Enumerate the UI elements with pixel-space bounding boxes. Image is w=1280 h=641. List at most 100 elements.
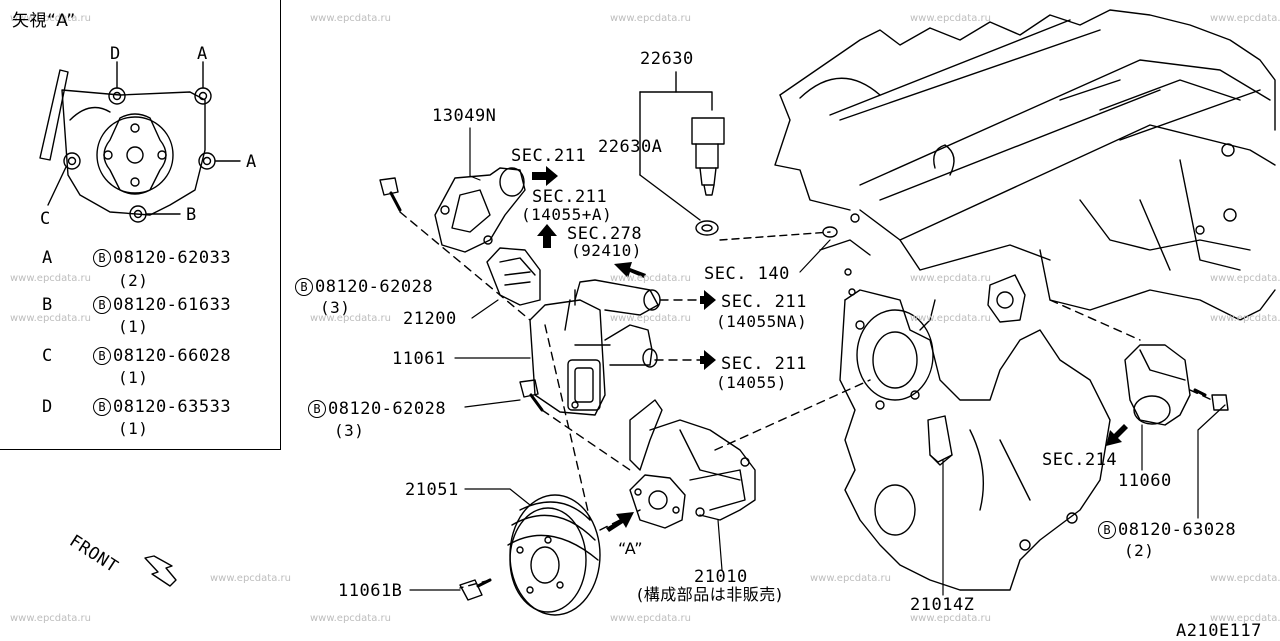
- watermark: www.epcdata.ru: [610, 273, 691, 284]
- part-callout-21010[interactable]: 21010: [694, 567, 748, 587]
- bolt-qty: (1): [118, 317, 149, 336]
- watermark: www.epcdata.ru: [10, 313, 91, 324]
- watermark: www.epcdata.ru: [210, 573, 291, 584]
- watermark: www.epcdata.ru: [910, 13, 991, 24]
- watermark: www.epcdata.ru: [10, 13, 91, 24]
- bolt-b-icon: B: [308, 400, 326, 418]
- part-callout-22630a[interactable]: 22630A: [598, 137, 663, 157]
- watermark: www.epcdata.ru: [910, 313, 991, 324]
- bolt-qty: (1): [118, 419, 149, 438]
- watermark: www.epcdata.ru: [810, 573, 891, 584]
- section-ref-211-14055na[interactable]: SEC. 211: [721, 292, 807, 312]
- bolt-part-number-text: 08120-62028: [328, 399, 447, 419]
- section-ref-sub: (14055): [716, 373, 787, 392]
- section-ref-211-upper[interactable]: SEC.211: [511, 146, 587, 166]
- section-ref-214[interactable]: SEC.214: [1042, 450, 1118, 470]
- part-note-not-sold-separately: (構成部品は非販売): [637, 585, 783, 604]
- bolt-b-icon: B: [1098, 521, 1116, 539]
- view-a-arrow-icon: [606, 512, 634, 532]
- bolt-part-number-text: 08120-61633: [113, 295, 232, 315]
- watermark: www.epcdata.ru: [910, 613, 991, 624]
- bolt-qty: (2): [1124, 541, 1155, 560]
- section-arrow-icon: [700, 350, 716, 370]
- water-inlet-drawing: [529, 279, 661, 416]
- part-callout-21051[interactable]: 21051: [405, 480, 459, 500]
- inset-bolt-c-icon: [63, 152, 81, 170]
- pulley-drawing: [507, 494, 601, 616]
- part-callout-11060[interactable]: 11060: [1118, 471, 1172, 491]
- part-callout-22630[interactable]: 22630: [640, 49, 694, 69]
- section-ref-278[interactable]: SEC.278: [567, 224, 643, 244]
- bolt-part-number-text: 08120-63533: [113, 397, 232, 417]
- assembly-dash-lines: [399, 211, 1213, 589]
- inset-pump-drawing: [39, 61, 241, 223]
- inset-label-b: B: [186, 205, 197, 225]
- part-callout-13049n[interactable]: 13049N: [432, 106, 497, 126]
- front-arrow-icon: [144, 555, 177, 587]
- watermark: www.epcdata.ru: [10, 273, 91, 284]
- section-ref-sub: (92410): [571, 241, 642, 260]
- view-a-label: “A”: [618, 539, 643, 558]
- part-callout-11061[interactable]: 11061: [392, 349, 446, 369]
- watermark: www.epcdata.ru: [610, 313, 691, 324]
- inset-title: 矢視“A”: [12, 11, 76, 31]
- inset-label-a2: A: [246, 152, 257, 172]
- bolt-icon: [1193, 388, 1229, 411]
- temperature-sensor-drawing: [639, 71, 831, 241]
- bolt-key: B: [42, 295, 53, 315]
- watermark: www.epcdata.ru: [1210, 613, 1280, 624]
- part-callout-21014z[interactable]: 21014Z: [910, 595, 975, 615]
- watermark: www.epcdata.ru: [1210, 573, 1280, 584]
- watermark: www.epcdata.ru: [310, 613, 391, 624]
- section-arrow-icon: [700, 290, 716, 310]
- bolt-icon: [459, 578, 492, 601]
- bolt-qty: (1): [118, 368, 149, 387]
- watermark: www.epcdata.ru: [910, 273, 991, 284]
- part-callout-21200[interactable]: 21200: [403, 309, 457, 329]
- watermark: www.epcdata.ru: [310, 13, 391, 24]
- section-ref-211-14055[interactable]: SEC. 211: [721, 354, 807, 374]
- bolt-b-icon: B: [93, 296, 111, 314]
- inset-label-d: D: [110, 44, 121, 64]
- bolt-icon: [379, 177, 402, 212]
- thermostat-housing-right-drawing: [1124, 344, 1191, 426]
- watermark: www.epcdata.ru: [1210, 13, 1280, 24]
- bolt-key: D: [42, 397, 53, 417]
- bolt-b-icon: B: [93, 249, 111, 267]
- diagram-id: A210E117: [1176, 621, 1262, 641]
- bolt-key: C: [42, 346, 53, 366]
- section-ref-sub: (14055NA): [716, 312, 808, 331]
- section-ref-211-14055a[interactable]: SEC.211: [532, 187, 608, 207]
- thermostat-housing-drawing: [434, 167, 541, 306]
- bolt-qty: (2): [118, 271, 149, 290]
- bolt-part-number-text: 08120-62033: [113, 248, 232, 268]
- watermark: www.epcdata.ru: [10, 613, 91, 624]
- bolt-b-icon: B: [93, 347, 111, 365]
- bolt-part-number-text: 08120-62028: [315, 277, 434, 297]
- section-arrow-icon: [1106, 424, 1128, 446]
- section-ref-140[interactable]: SEC. 140: [704, 264, 790, 284]
- view-a-inset-panel: [0, 0, 281, 450]
- section-arrow-icon: [532, 166, 558, 186]
- bolt-part-number-text: 08120-63028: [1118, 520, 1237, 540]
- water-pump-drawing: [629, 399, 756, 529]
- bolt-icon: [519, 379, 544, 412]
- watermark: www.epcdata.ru: [1210, 273, 1280, 284]
- section-ref-sub: (14055+A): [521, 205, 613, 224]
- bolt-b-icon: B: [295, 278, 313, 296]
- inset-label-c: C: [40, 209, 51, 229]
- bolt-part-number-text: 08120-66028: [113, 346, 232, 366]
- engine-block-drawing: [774, 9, 1276, 591]
- watermark: www.epcdata.ru: [610, 613, 691, 624]
- section-arrow-icon: [537, 224, 557, 248]
- bolt-b-icon: B: [93, 398, 111, 416]
- part-callout-11061b[interactable]: 11061B: [338, 581, 403, 601]
